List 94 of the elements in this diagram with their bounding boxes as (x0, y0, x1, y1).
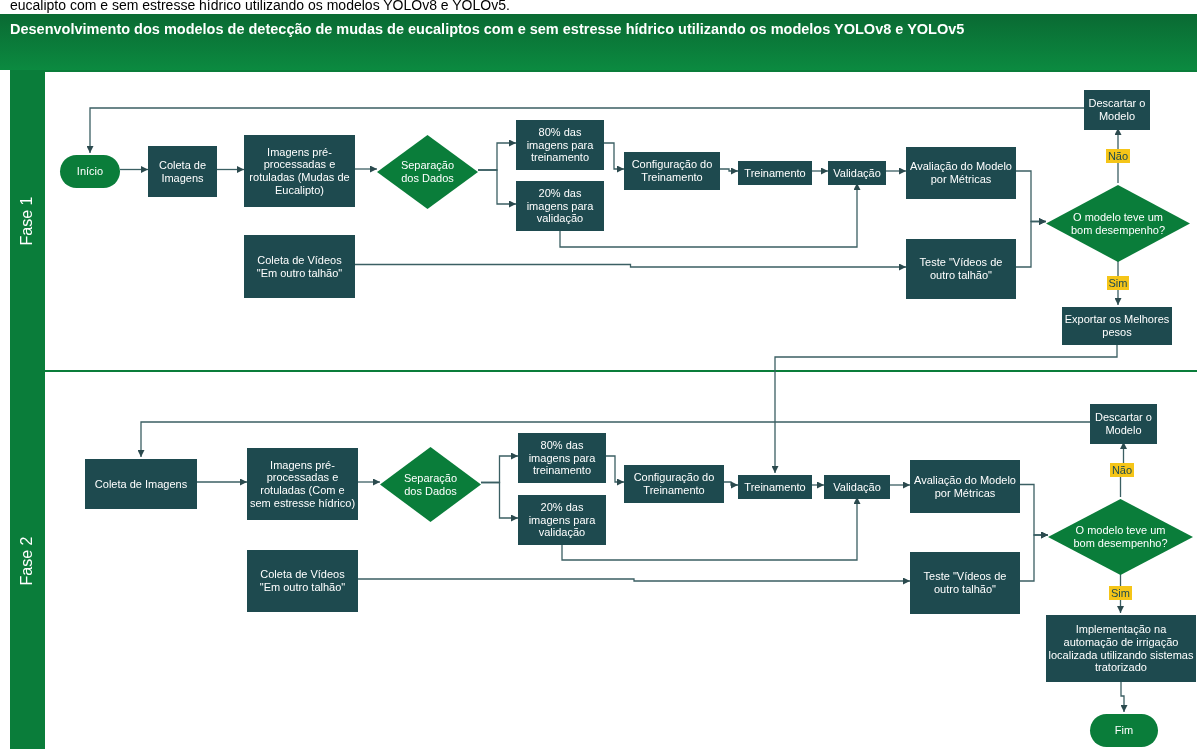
arrow (1019, 531, 1049, 582)
process-box (1084, 90, 1150, 130)
lane-label: Fase 1 (18, 196, 36, 246)
step-label: Coleta de Imagens (157, 158, 208, 185)
terminator-pill (60, 155, 120, 188)
arrow (196, 478, 248, 486)
step-label: Coleta de Imagens (93, 477, 189, 491)
arrow (605, 455, 625, 486)
arrow (561, 496, 861, 561)
terminator-pill (1090, 714, 1158, 747)
arrow (811, 167, 829, 175)
step-label: Descartar o Modelo (1094, 411, 1153, 437)
decision-diamond (380, 447, 481, 522)
arrow (811, 481, 825, 489)
process-box (518, 433, 606, 483)
lane-label: Fase 2 (18, 536, 36, 585)
step-label: Fim (1113, 724, 1135, 737)
step-label: Avaliação do Modelo por Métricas (913, 473, 1017, 500)
arrow (723, 481, 739, 489)
step-label: Implementação na automação de irrigação localizada utilizando sistemas tratorizado (1047, 623, 1195, 674)
arrow (477, 169, 517, 208)
process-box (244, 235, 355, 298)
process-box (824, 475, 890, 499)
swimlane (10, 370, 1197, 749)
arrow (1015, 218, 1047, 268)
step-label: Teste "Vídeos de outro talhão" (918, 256, 1004, 282)
step-label: Avaliação do Modelo por Métricas (909, 160, 1013, 186)
arrow (889, 481, 911, 489)
process-box (85, 459, 197, 509)
diagram-title: Desenvolvimento dos modelos de detecção de mudas de eucaliptos com e sem estresse hídrico utilizando os modelos YOLOv8 e YOLOv5 (10, 21, 965, 37)
step-label: Imagens pré-processadas e rotuladas (Com e sem estresse hídrico) (248, 458, 357, 510)
step-label: Exportar os Melhores pesos (1063, 313, 1171, 339)
swimlane (10, 70, 1197, 370)
step-label: Treinamento (743, 166, 807, 180)
step-label: Separação dos Dados (399, 159, 456, 185)
decision-diamond (377, 135, 478, 209)
step-label: 80% das imagens para treinamento (525, 126, 595, 164)
step-label: Coleta de Vídeos "Em outro talhão" (255, 253, 344, 280)
step-label: 20% das imagens para validação (525, 187, 595, 225)
edge-label: Sim (1109, 586, 1132, 600)
process-box (906, 147, 1016, 199)
process-box (516, 181, 604, 231)
arrow (357, 577, 911, 585)
process-box (518, 495, 606, 545)
step-label: 20% das imagens para validação (527, 501, 597, 539)
process-box (910, 460, 1020, 513)
process-box (1046, 615, 1196, 682)
process-box (738, 161, 812, 185)
process-box (624, 152, 720, 190)
step-label: Coleta de Vídeos "Em outro talhão" (258, 568, 347, 594)
process-box (624, 465, 724, 503)
process-box (244, 135, 355, 207)
process-box (247, 448, 358, 520)
arrow (86, 107, 1085, 154)
process-box (906, 239, 1016, 299)
arrow (137, 421, 1091, 458)
process-box (516, 120, 604, 170)
step-label: Configuração do Treinamento (632, 471, 716, 497)
arrow (216, 166, 245, 173)
arrow (357, 478, 381, 486)
step-label: Teste "Vídeos de outro talhão" (922, 570, 1008, 596)
arrow (354, 165, 378, 173)
process-box (738, 475, 812, 499)
step-label: Treinamento (743, 480, 807, 494)
step-label: Configuração do Treinamento (630, 158, 714, 184)
step-label: Início (75, 165, 105, 178)
arrow (771, 342, 1118, 474)
arrow (885, 167, 907, 175)
process-box (910, 552, 1020, 614)
process-box (1090, 404, 1157, 444)
decision-diamond (1046, 185, 1190, 262)
step-label: Validação (832, 480, 882, 494)
arrow (603, 142, 625, 173)
arrow (119, 166, 149, 173)
process-box (247, 550, 358, 612)
step-label: Imagens pré-processadas e rotuladas (Mudas de Eucalipto) (248, 145, 351, 197)
process-box (828, 161, 886, 185)
arrow (354, 263, 907, 271)
step-label: Descartar o Modelo (1087, 97, 1147, 123)
arrow (1120, 679, 1128, 713)
step-label: Separação dos Dados (402, 471, 459, 498)
arrow (719, 167, 739, 175)
caption-text: eucalipto com e sem estresse hídrico utilizando os modelos YOLOv8 e YOLOv5. (10, 0, 510, 13)
arrow (480, 481, 519, 522)
step-label: O modelo teve um bom desempenho? (1069, 210, 1167, 237)
arrow (559, 182, 861, 248)
process-box (148, 146, 217, 197)
step-label: O modelo teve um bom desempenho? (1072, 524, 1169, 550)
step-label: 80% das imagens para treinamento (527, 439, 597, 477)
arrow (1117, 572, 1124, 614)
process-box (1062, 307, 1172, 345)
decision-diamond (1048, 499, 1193, 575)
step-label: Validação (832, 166, 882, 180)
arrow (1114, 259, 1122, 306)
